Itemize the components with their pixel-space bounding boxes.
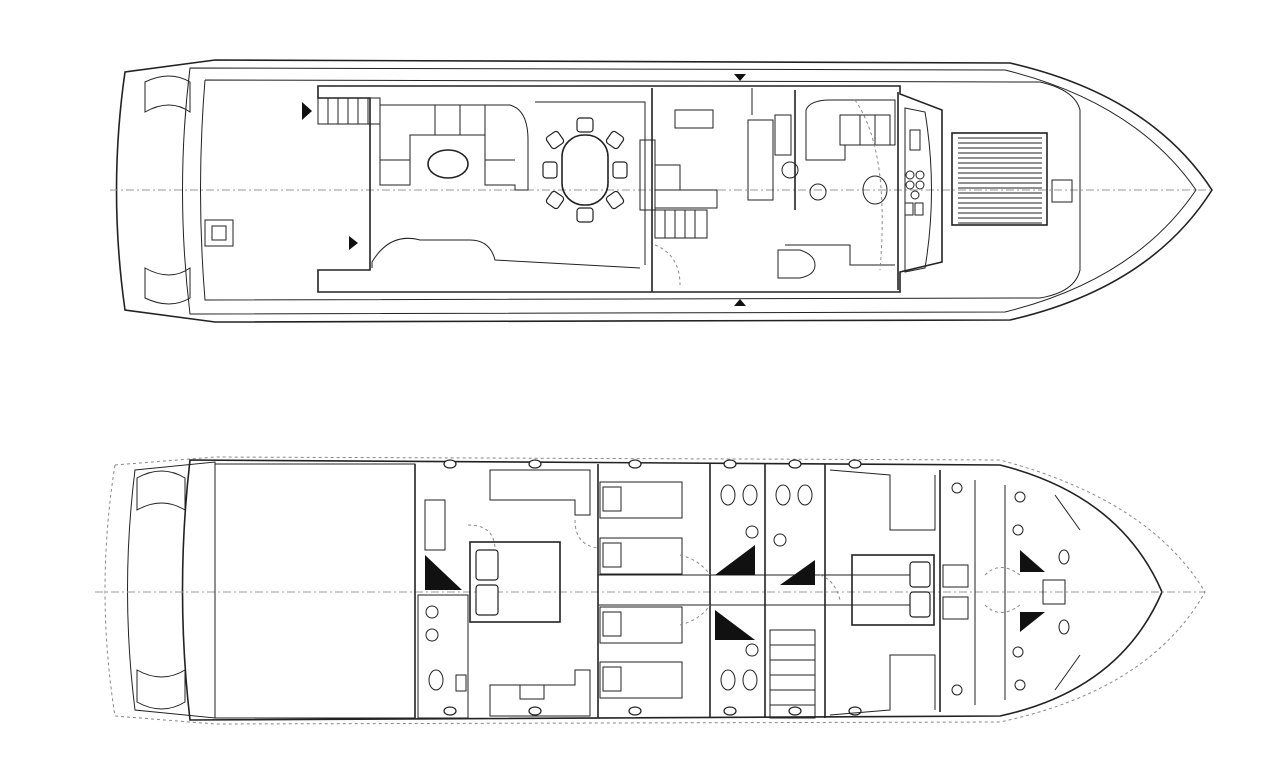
wc-upper [781, 161, 799, 179]
porthole [628, 459, 642, 469]
vip-cabin-cabinets [829, 469, 936, 716]
porthole [443, 706, 457, 716]
lower-deck-plan [95, 456, 1206, 725]
galley-door-swing [654, 244, 681, 286]
master-bed [469, 541, 561, 623]
galley-stairs-treads [664, 210, 696, 238]
wheelhouse-partition [785, 244, 895, 266]
sofa-cushions [380, 105, 515, 161]
main-deck-hull-outline [115, 59, 1213, 323]
porthole [788, 706, 802, 716]
dining-chairs [542, 117, 628, 223]
master-desk [519, 684, 545, 700]
porthole [628, 706, 642, 716]
lower-stern-fender-bottom [136, 669, 186, 710]
stern-fender-top [144, 75, 191, 113]
saloon-side-cabinet [371, 237, 641, 269]
lower-deck-stern-platform [127, 461, 216, 719]
section-arrow-bottom [734, 299, 746, 306]
door-swings [467, 519, 1021, 626]
helm-chair [862, 175, 888, 205]
stern-fender-bottom [144, 267, 191, 305]
porthole [723, 706, 737, 716]
porthole [528, 706, 542, 716]
main-deck-bulwark [200, 79, 1081, 301]
foredeck-hatch [1051, 179, 1073, 203]
master-bed-pillows [475, 549, 499, 616]
wheelhouse-cabinet [747, 119, 774, 201]
settee-cushions [839, 114, 891, 146]
porthole [848, 706, 862, 716]
companionway-treads [770, 644, 815, 706]
vip-bed-pillows [909, 561, 931, 618]
deck-hatch [204, 219, 234, 247]
heads-closet-1 [715, 545, 755, 575]
wheelhouse-settee [805, 99, 896, 161]
master-ensuite-fixtures [425, 605, 467, 692]
helm-seat [809, 183, 827, 201]
master-cabin-vanity [489, 469, 591, 717]
lower-deck-hull-dashed [104, 456, 1206, 725]
sunpad-slats [958, 137, 1042, 224]
twin-cabin-beds [599, 481, 683, 699]
superstructure-outline [317, 85, 943, 293]
galley-island [654, 189, 718, 209]
crew-closet-2 [1020, 612, 1045, 632]
vip-bed [851, 554, 935, 626]
porthole [528, 459, 542, 469]
lower-stern-fender-top [136, 470, 186, 511]
wheelhouse-locker [774, 114, 792, 156]
wheelhouse-door-swing [854, 99, 883, 271]
boarding-arrow-lower [349, 236, 358, 250]
porthole [723, 459, 737, 469]
foredeck-sunpad [951, 132, 1048, 226]
helm-console [904, 107, 932, 273]
porthole [443, 459, 457, 469]
wheelhouse-side-stairs [777, 249, 816, 279]
boarding-arrow-upper [302, 102, 312, 120]
lower-deck-hull-outline [181, 459, 1163, 721]
main-deck-hull-inner [182, 67, 1197, 315]
companionway-stairs [769, 629, 816, 719]
galley-sink [674, 109, 714, 129]
portholes [443, 459, 862, 716]
galley-stove [654, 164, 681, 191]
porthole [788, 459, 802, 469]
coffee-table [427, 149, 469, 179]
dining-table [561, 134, 609, 206]
engine-room [214, 463, 416, 719]
master-ensuite [417, 594, 469, 719]
main-deck-plan [110, 59, 1213, 323]
helm-instruments [904, 129, 925, 216]
heads-closet-3 [715, 610, 755, 640]
galley-stairs [654, 209, 708, 239]
master-wardrobe [424, 499, 446, 551]
dining-bulkhead [535, 101, 646, 265]
section-arrow-top [734, 74, 746, 81]
crew-area-fixtures [942, 480, 1081, 705]
heads-fixtures [720, 484, 813, 691]
deck-hatch-inner [211, 225, 227, 241]
crew-closet-1 [1020, 550, 1045, 572]
aft-stairs-treads [327, 98, 369, 124]
master-wardrobe-stairs [425, 555, 462, 590]
porthole [848, 459, 862, 469]
heads-closet-2 [780, 560, 815, 585]
